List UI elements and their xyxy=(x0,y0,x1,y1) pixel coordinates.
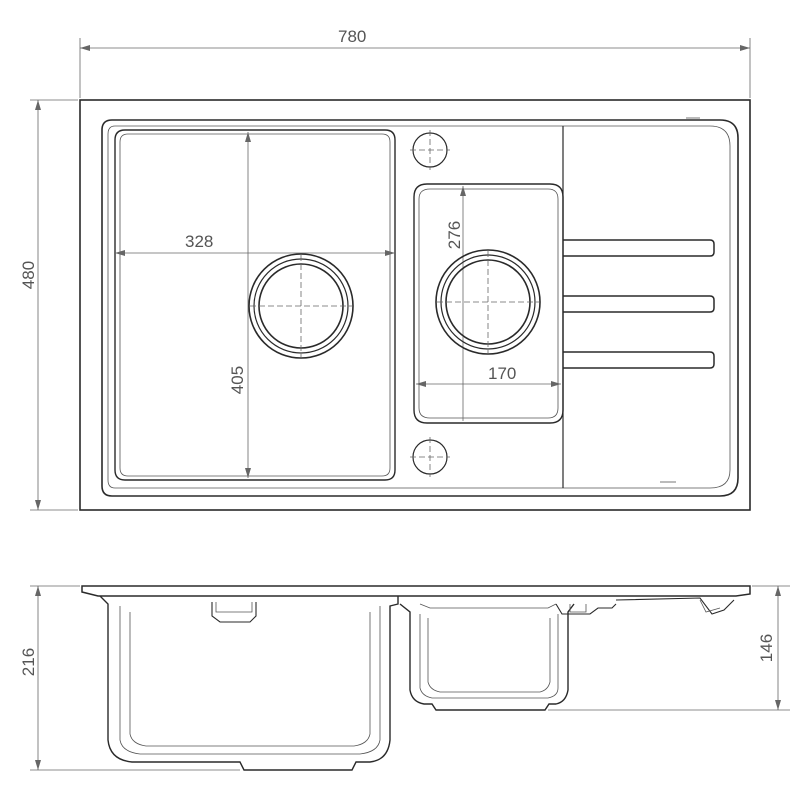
main-bowl: 328 405 xyxy=(114,129,396,481)
small-bowl-height-label: 146 xyxy=(757,634,776,662)
tap-hole-top xyxy=(410,130,450,170)
side-view: 216 146 xyxy=(19,585,790,771)
main-bowl-width-label: 328 xyxy=(185,232,213,251)
top-view: 780 480 328 405 xyxy=(19,27,751,511)
main-bowl-drain xyxy=(248,253,354,359)
small-bowl-drain xyxy=(435,249,541,355)
small-bowl: 276 170 xyxy=(413,183,564,424)
overall-width-label: 780 xyxy=(338,27,366,46)
main-bowl-depth-label: 405 xyxy=(228,366,247,394)
small-bowl-width-label: 170 xyxy=(488,364,516,383)
side-main-bowl xyxy=(99,595,399,771)
main-bowl-height-label: 216 xyxy=(19,648,38,676)
overall-width-dimension: 780 xyxy=(79,27,751,98)
small-bowl-height-dimension: 146 xyxy=(548,585,790,711)
drainer-groove-1 xyxy=(563,239,715,257)
sink-outer-frame xyxy=(79,99,751,511)
sink-inner-rim xyxy=(101,119,739,497)
overall-depth-dimension: 480 xyxy=(19,99,78,511)
tap-hole-bottom xyxy=(410,437,450,477)
overall-depth-label: 480 xyxy=(19,261,38,289)
drainer-board xyxy=(562,117,715,488)
small-bowl-depth-label: 276 xyxy=(445,221,464,249)
side-top-slab xyxy=(81,585,751,597)
main-bowl-height-dimension: 216 xyxy=(19,585,240,771)
drainer-groove-3 xyxy=(563,351,715,369)
side-small-bowl xyxy=(399,603,575,711)
drainer-groove-2 xyxy=(563,295,715,313)
